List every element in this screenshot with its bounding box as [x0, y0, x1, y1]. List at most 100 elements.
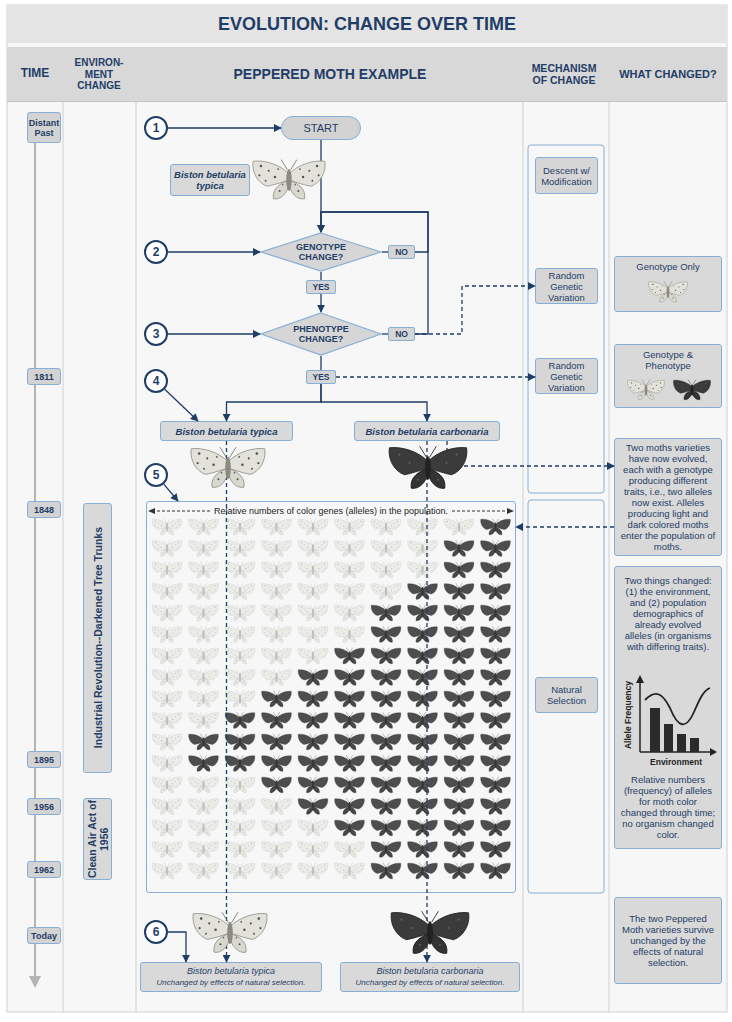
moth-carbonaria [298, 777, 328, 793]
moth-typica [335, 562, 365, 578]
moth-carbonaria [481, 626, 511, 642]
moth-carbonaria [408, 626, 438, 642]
moth-carbonaria [444, 841, 474, 857]
moth-carbonaria [371, 626, 401, 642]
caption-box-text: Biston betularia typica [187, 966, 275, 977]
moth-typica [152, 519, 182, 535]
start-terminal-text: START [303, 122, 338, 134]
dashed-arrow [415, 286, 535, 334]
moth-carbonaria [444, 777, 474, 793]
mechanism-box: Natural Selection [535, 677, 598, 713]
time-box: Distant Past [27, 112, 61, 143]
variety-box: Biston betularia typica [170, 164, 250, 196]
moth-typica [298, 605, 328, 621]
moth-carbonaria [298, 691, 328, 707]
time-box-text: Today [31, 931, 57, 941]
moth-carbonaria [444, 669, 474, 685]
decision-diamond-text: GENOTYPE CHANGE? [288, 242, 354, 262]
moth-typica [152, 626, 182, 642]
moth-typica [225, 583, 255, 599]
moth-carbonaria [335, 820, 365, 836]
change-box-text: Two moths varieties have now evolved, ea… [619, 442, 717, 552]
moth-typica [225, 691, 255, 707]
moth-typica [189, 583, 219, 599]
timeline [34, 140, 36, 978]
callout-number-text: 4 [153, 374, 160, 388]
moth-carbonaria [481, 519, 511, 535]
moth-typica [335, 540, 365, 556]
variety-box-text: Biston betularia typica [176, 426, 278, 437]
environment-band: Clean Air Act of 1956 [83, 798, 112, 880]
variety-box-text: Biston betularia carbonaria [365, 426, 488, 437]
moth-typica [225, 562, 255, 578]
moth-typica [193, 912, 267, 952]
moth-carbonaria [371, 798, 401, 814]
moth-carbonaria [444, 734, 474, 750]
moth-typica [262, 519, 292, 535]
axis-label: Allele Frequency [623, 681, 633, 749]
moth-typica [298, 648, 328, 664]
environment-band-text: Industrial Revolution--Darkened Tree Tru… [92, 527, 104, 748]
mechanism-box-text: Natural Selection [538, 684, 595, 706]
moth-typica [371, 519, 401, 535]
answer-box: YES [306, 280, 336, 294]
time-box-text: 1848 [34, 505, 54, 515]
answer-box: NO [388, 327, 415, 341]
moth-carbonaria [408, 605, 438, 621]
moth-carbonaria [408, 734, 438, 750]
moth-carbonaria [408, 863, 438, 879]
decision-diamond-text: PHENOTYPE CHANGE? [288, 324, 354, 344]
moth-carbonaria [225, 712, 255, 728]
dashed-arrow [447, 441, 614, 466]
callout-number-text: 1 [153, 121, 160, 135]
moth-carbonaria [481, 734, 511, 750]
moth-typica [152, 583, 182, 599]
moth-typica [335, 519, 365, 535]
caption-box-text: Unchanged by effects of natural selectio… [157, 977, 306, 988]
callout-number: 5 [144, 463, 168, 487]
moth-typica [335, 605, 365, 621]
moth-typica [262, 605, 292, 621]
flow-arrow [164, 484, 178, 501]
diagram-title: EVOLUTION: CHANGE OVER TIME [7, 5, 727, 43]
moth-typica [189, 691, 219, 707]
moth-carbonaria [371, 863, 401, 879]
moth-carbonaria [444, 626, 474, 642]
moth-typica [371, 540, 401, 556]
frame [7, 5, 727, 1012]
variety-box: Biston betularia carbonaria [354, 421, 500, 441]
answer-box-text: NO [395, 329, 408, 339]
moth-carbonaria [481, 777, 511, 793]
moth-carbonaria [298, 669, 328, 685]
moth-carbonaria [262, 777, 292, 793]
moth-typica [189, 519, 219, 535]
dashed-arrow [336, 376, 535, 377]
flow-arrow [321, 212, 428, 334]
time-box: 1848 [27, 501, 61, 518]
moth-carbonaria [371, 734, 401, 750]
moth-typica [152, 669, 182, 685]
header-band-text: WHAT CHANGED? [610, 68, 726, 81]
moth-carbonaria [408, 777, 438, 793]
moth-typica [253, 160, 325, 199]
variety-box: Biston betularia typica [160, 421, 293, 441]
moth-typica [225, 626, 255, 642]
moth-typica [335, 841, 365, 857]
moth-carbonaria [481, 841, 511, 857]
moth-typica [335, 583, 365, 599]
moth-typica [335, 626, 365, 642]
moth-typica [298, 626, 328, 642]
mechanism-box: Descent w/ Modification [535, 157, 598, 194]
time-box: 1811 [27, 368, 61, 385]
moth-carbonaria [408, 820, 438, 836]
moth-carbonaria [408, 712, 438, 728]
header-band: TIMEENVIRON- MENT CHANGEPEPPERED MOTH EX… [7, 47, 727, 102]
caption-box: Biston betularia typicaUnchanged by effe… [140, 962, 322, 992]
header-band-text: TIME [7, 67, 63, 81]
moth-carbonaria [371, 841, 401, 857]
moth-typica [225, 540, 255, 556]
moth-typica [262, 583, 292, 599]
moth-carbonaria [391, 911, 469, 953]
